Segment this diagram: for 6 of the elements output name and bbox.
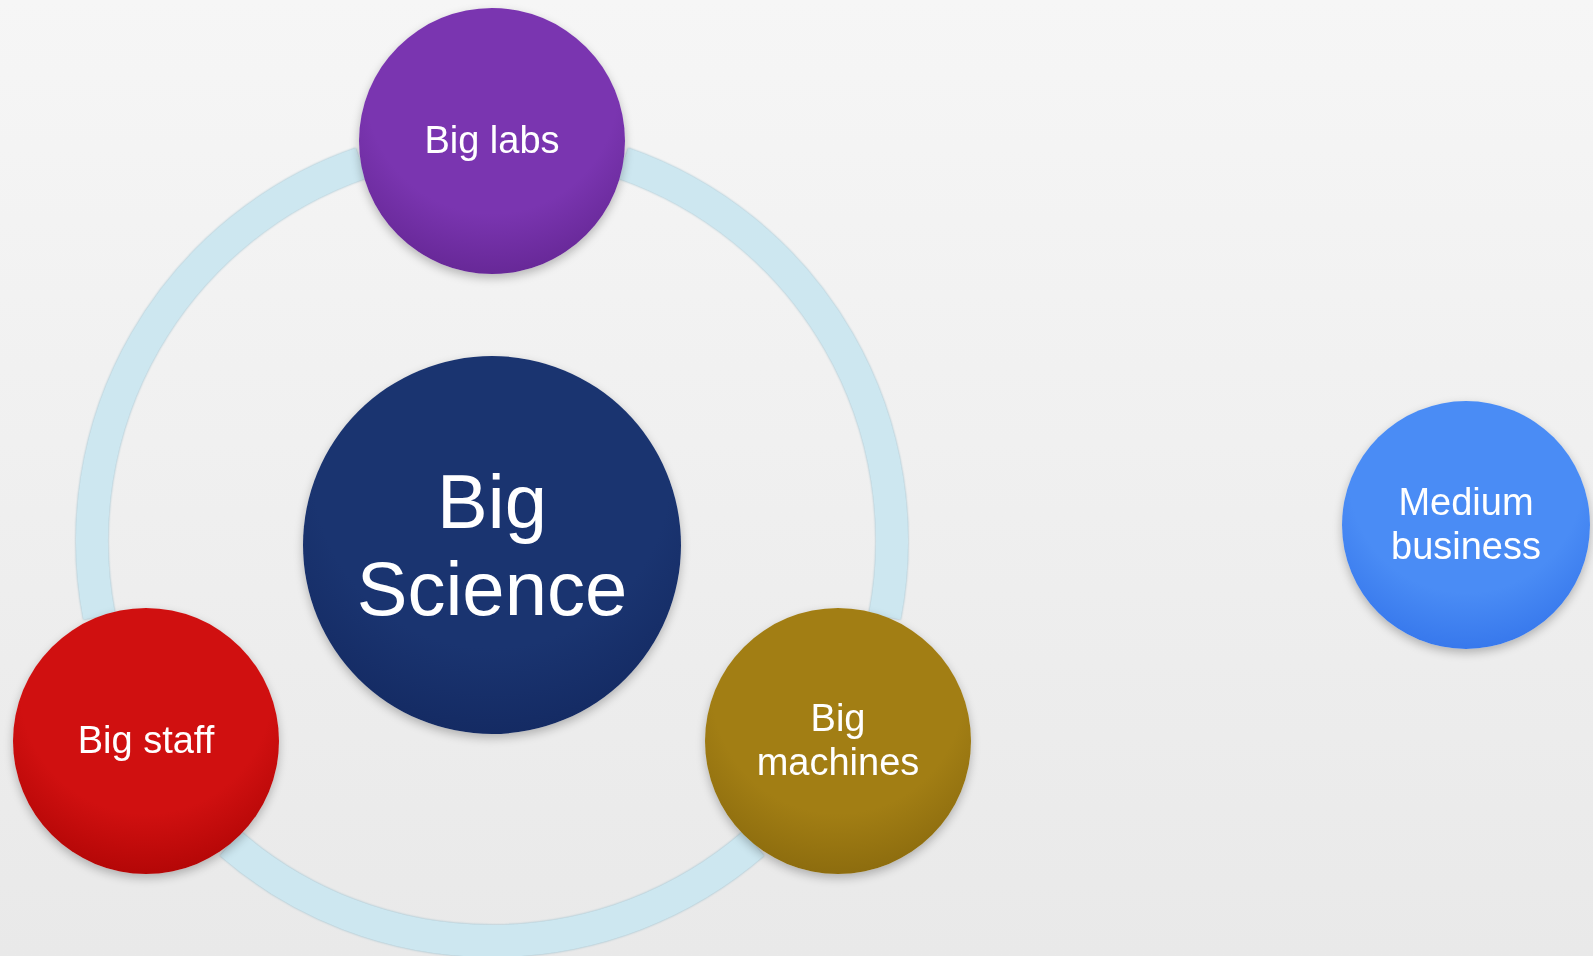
node-label: Big machines — [755, 697, 921, 785]
node-label: Big Science — [355, 457, 629, 633]
node-label: Medium business — [1390, 481, 1542, 569]
node-label: Big labs — [424, 119, 560, 163]
node-label: Big staff — [77, 719, 215, 763]
ring-connector — [220, 830, 764, 956]
